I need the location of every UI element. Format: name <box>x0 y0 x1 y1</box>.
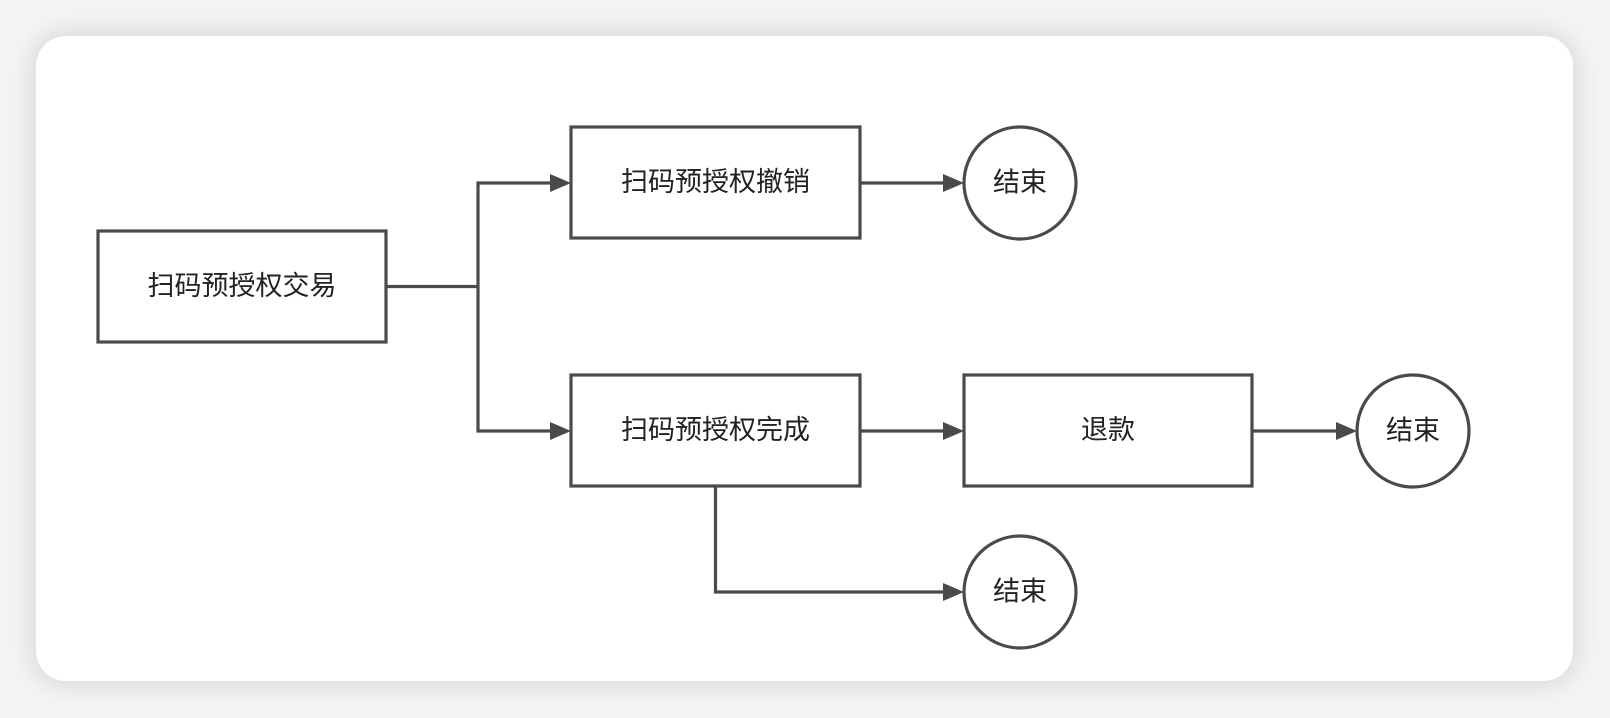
node-end3-circle <box>962 534 1078 650</box>
edge-fork-to-revoke <box>476 181 556 287</box>
node-end3-label: 结束 <box>993 577 1047 608</box>
node-end3[interactable]: 结束 <box>962 534 1078 650</box>
node-trade[interactable]: 扫码预授权交易 <box>96 229 388 344</box>
node-trade-label: 扫码预授权交易 <box>148 271 337 302</box>
edge-fork-to-complete <box>476 286 556 433</box>
node-end1[interactable]: 结束 <box>962 125 1078 241</box>
node-end1-circle <box>962 125 1078 241</box>
node-refund-box <box>962 373 1254 488</box>
node-revoke[interactable]: 扫码预授权撤销 <box>569 125 862 240</box>
node-complete-label: 扫码预授权完成 <box>621 415 810 446</box>
arrowhead-revoke <box>550 174 571 192</box>
node-revoke-box <box>569 125 862 240</box>
arrowhead-complete <box>550 422 571 440</box>
arrowhead-end2 <box>1336 422 1357 440</box>
node-complete-box <box>569 373 862 488</box>
node-end2[interactable]: 结束 <box>1355 373 1471 489</box>
node-refund-label: 退款 <box>1081 415 1135 446</box>
node-refund[interactable]: 退款 <box>962 373 1254 488</box>
edges <box>386 174 1357 601</box>
arrowhead-end3 <box>943 583 964 601</box>
node-complete[interactable]: 扫码预授权完成 <box>569 373 862 488</box>
node-revoke-label: 扫码预授权撤销 <box>621 167 810 198</box>
edge-complete-to-end3 <box>713 486 949 594</box>
node-end2-circle <box>1355 373 1471 489</box>
node-end2-label: 结束 <box>1386 416 1440 447</box>
node-trade-box <box>96 229 388 344</box>
node-end1-label: 结束 <box>993 168 1047 199</box>
arrowhead-end1 <box>943 174 964 192</box>
arrowhead-refund <box>943 422 964 440</box>
